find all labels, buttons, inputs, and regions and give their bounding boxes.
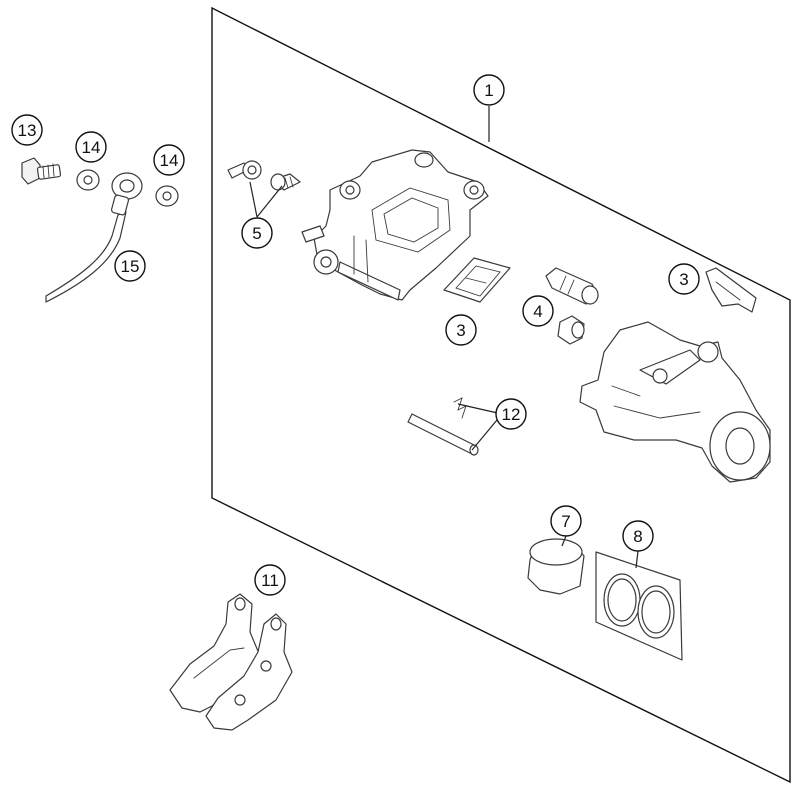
callout-1: 1 <box>473 74 505 106</box>
callout-15-label: 15 <box>121 257 140 276</box>
callout-11: 11 <box>254 564 286 596</box>
banjo-bolt <box>21 157 62 185</box>
callout-12: 12 <box>495 398 527 430</box>
pad-spring-center <box>443 257 511 303</box>
callout-5-label: 5 <box>252 224 261 243</box>
callout-14-left-label: 14 <box>82 138 101 157</box>
callout-3-right-label: 3 <box>679 270 688 289</box>
caliper-support <box>579 321 771 483</box>
callout-8: 8 <box>622 520 654 552</box>
callout-15: 15 <box>114 250 146 282</box>
callout-3-right: 3 <box>668 263 700 295</box>
callout-14-right-label: 14 <box>160 151 179 170</box>
bleed-screw-set <box>227 160 301 191</box>
piston <box>527 538 585 595</box>
callout-12-label: 12 <box>502 405 521 424</box>
callout-14-right: 14 <box>153 144 185 176</box>
guide-pin-and-boot <box>545 267 599 345</box>
pad-spring-right <box>705 267 757 313</box>
caliper-body <box>301 149 489 301</box>
callout-8-label: 8 <box>633 527 642 546</box>
callout-7: 7 <box>550 505 582 537</box>
callout-13: 13 <box>11 114 43 146</box>
callout-13-label: 13 <box>18 121 37 140</box>
callout-3-center-label: 3 <box>456 321 465 340</box>
brake-pad-set <box>169 593 293 731</box>
brake-line <box>45 172 143 303</box>
callout-5: 5 <box>241 217 273 249</box>
callout-14-left: 14 <box>75 131 107 163</box>
callout-1-label: 1 <box>484 81 493 100</box>
sealing-washer-1 <box>76 169 100 191</box>
callout-3-center: 3 <box>445 314 477 346</box>
sealing-washer-2 <box>155 185 179 207</box>
callout-4-label: 4 <box>533 302 542 321</box>
callout-11-label: 11 <box>261 571 279 590</box>
callout-7-label: 7 <box>561 512 570 531</box>
seal-ring-kit <box>595 551 683 661</box>
callout-4: 4 <box>522 295 554 327</box>
